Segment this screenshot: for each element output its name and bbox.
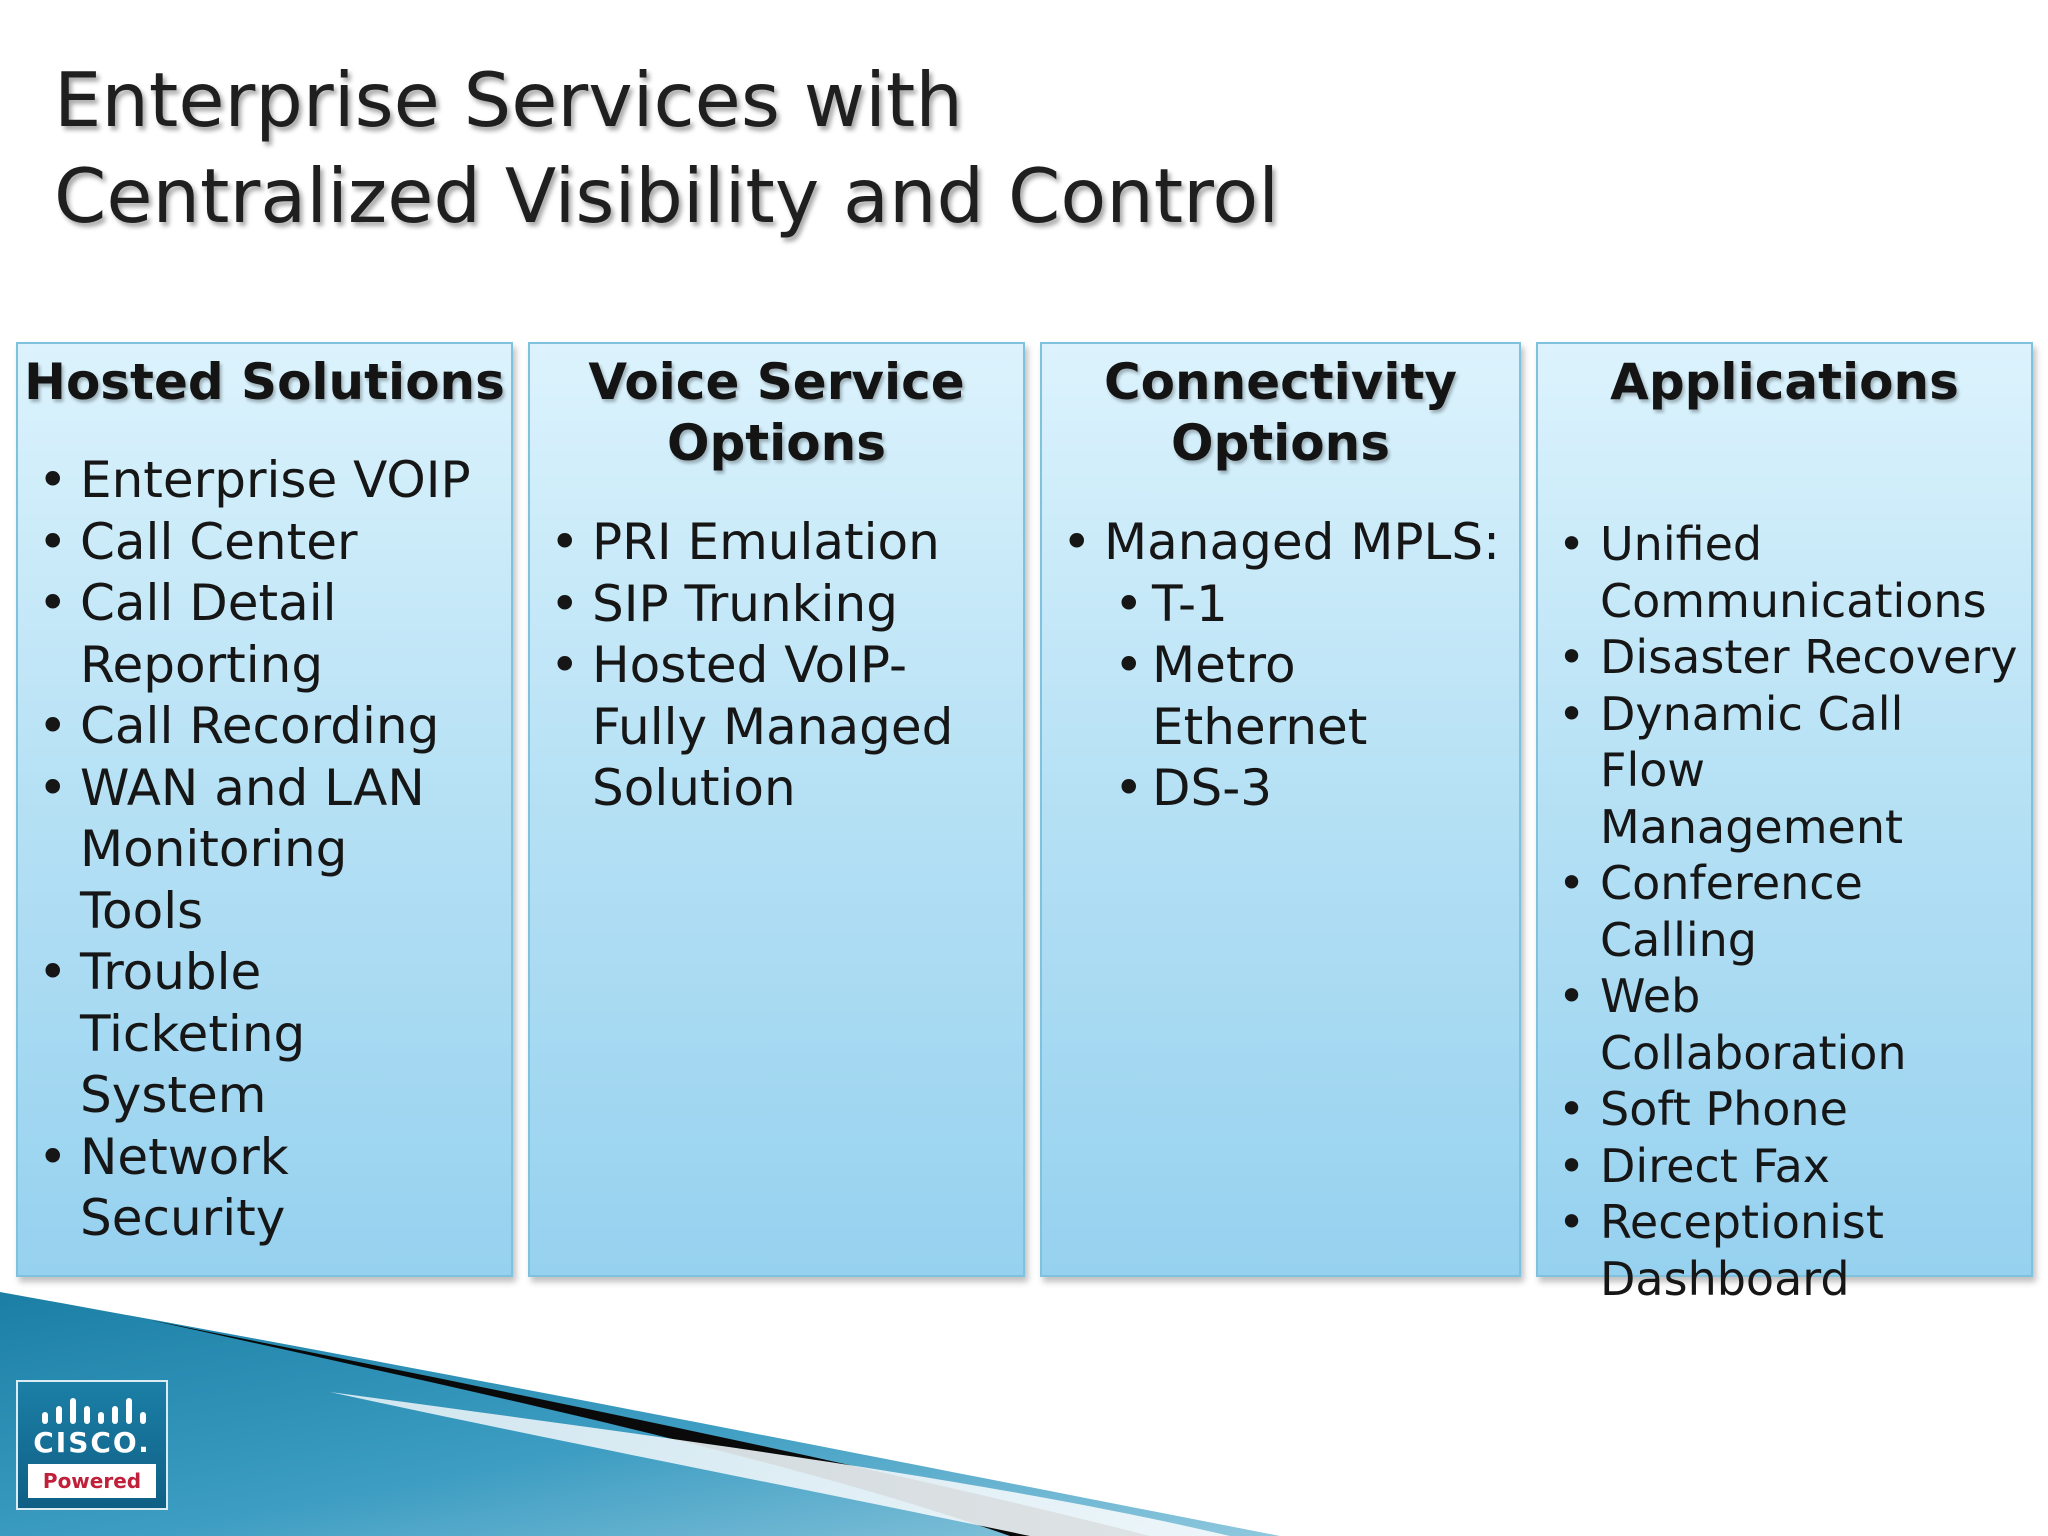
list-item-label: Managed MPLS:: [1104, 513, 1500, 571]
list-item: Receptionist Dashboard: [1538, 1194, 1930, 1307]
list-item: Hosted VoIP- Fully Managed Solution: [530, 635, 992, 820]
hosted-solutions-list: Enterprise VOIP Call Center Call Detail …: [18, 450, 508, 1250]
cisco-powered-logo: CISCO. Powered: [16, 1380, 168, 1510]
list-item: Enterprise VOIP: [18, 450, 508, 512]
panel-heading-line: Hosted Solutions: [24, 353, 505, 411]
panel-applications: Applications Unified Communications Disa…: [1536, 342, 2033, 1306]
panel-heading: Voice Service Options: [530, 352, 1023, 474]
panel-heading: Applications: [1538, 352, 2031, 413]
list-item: Direct Fax: [1538, 1138, 2028, 1195]
brand-swoosh: [0, 1292, 1280, 1536]
list-item: Call Recording: [18, 696, 508, 758]
slide-title-line-2: Centralized Visibility and Control: [54, 152, 1280, 240]
panel-heading-line: Options: [1170, 414, 1391, 472]
list-item: Unified Communications: [1538, 516, 2000, 629]
panel-heading-line: Connectivity: [1103, 353, 1458, 411]
list-item: Web Collaboration: [1538, 968, 1930, 1081]
sub-list-item: T-1: [1104, 574, 1517, 636]
list-item: Call Detail Reporting: [18, 573, 480, 696]
list-item: Soft Phone: [1538, 1081, 2028, 1138]
panel-connectivity-options: Connectivity Options Managed MPLS: T-1 M…: [1040, 342, 1521, 1277]
panel-voice-service-options: Voice Service Options PRI Emulation SIP …: [528, 342, 1025, 1277]
panel-heading: Hosted Solutions: [18, 352, 511, 413]
list-item: Managed MPLS: T-1 Metro Ethernet DS-3: [1042, 512, 1517, 820]
sub-list-item: DS-3: [1104, 758, 1517, 820]
list-item: Dynamic Call Flow Management: [1538, 686, 2020, 856]
slide-title: Enterprise Services with Centralized Vis…: [54, 52, 1279, 244]
sub-list: T-1 Metro Ethernet DS-3: [1104, 574, 1517, 820]
connectivity-list: Managed MPLS: T-1 Metro Ethernet DS-3: [1042, 512, 1517, 820]
panel-hosted-solutions: Hosted Solutions Enterprise VOIP Call Ce…: [16, 342, 513, 1277]
sub-list-item: Metro Ethernet: [1104, 635, 1392, 758]
list-item: Conference Calling: [1538, 855, 1930, 968]
applications-list: Unified Communications Disaster Recovery…: [1538, 516, 2028, 1307]
list-item: Disaster Recovery: [1538, 629, 2028, 686]
list-item: PRI Emulation: [530, 512, 1020, 574]
powered-tag: Powered: [28, 1464, 156, 1498]
slide-title-line-1: Enterprise Services with: [54, 56, 963, 144]
swoosh-teal: [0, 1292, 1280, 1536]
list-item: Network Security: [18, 1127, 380, 1250]
voice-service-list: PRI Emulation SIP Trunking Hosted VoIP- …: [530, 512, 1020, 820]
cisco-bars-icon: [42, 1398, 146, 1424]
cisco-wordmark: CISCO.: [33, 1426, 151, 1459]
panel-heading: Connectivity Options: [1042, 352, 1519, 474]
panel-heading-line: Applications: [1610, 353, 1959, 411]
list-item: Trouble Ticketing System: [18, 942, 380, 1127]
list-item: Call Center: [18, 512, 508, 574]
list-item: WAN and LAN Monitoring Tools: [18, 758, 460, 943]
swoosh-pale: [330, 1392, 1230, 1536]
panel-heading-line: Options: [666, 414, 887, 472]
panel-heading-line: Voice Service: [588, 353, 965, 411]
list-item: SIP Trunking: [530, 574, 1020, 636]
